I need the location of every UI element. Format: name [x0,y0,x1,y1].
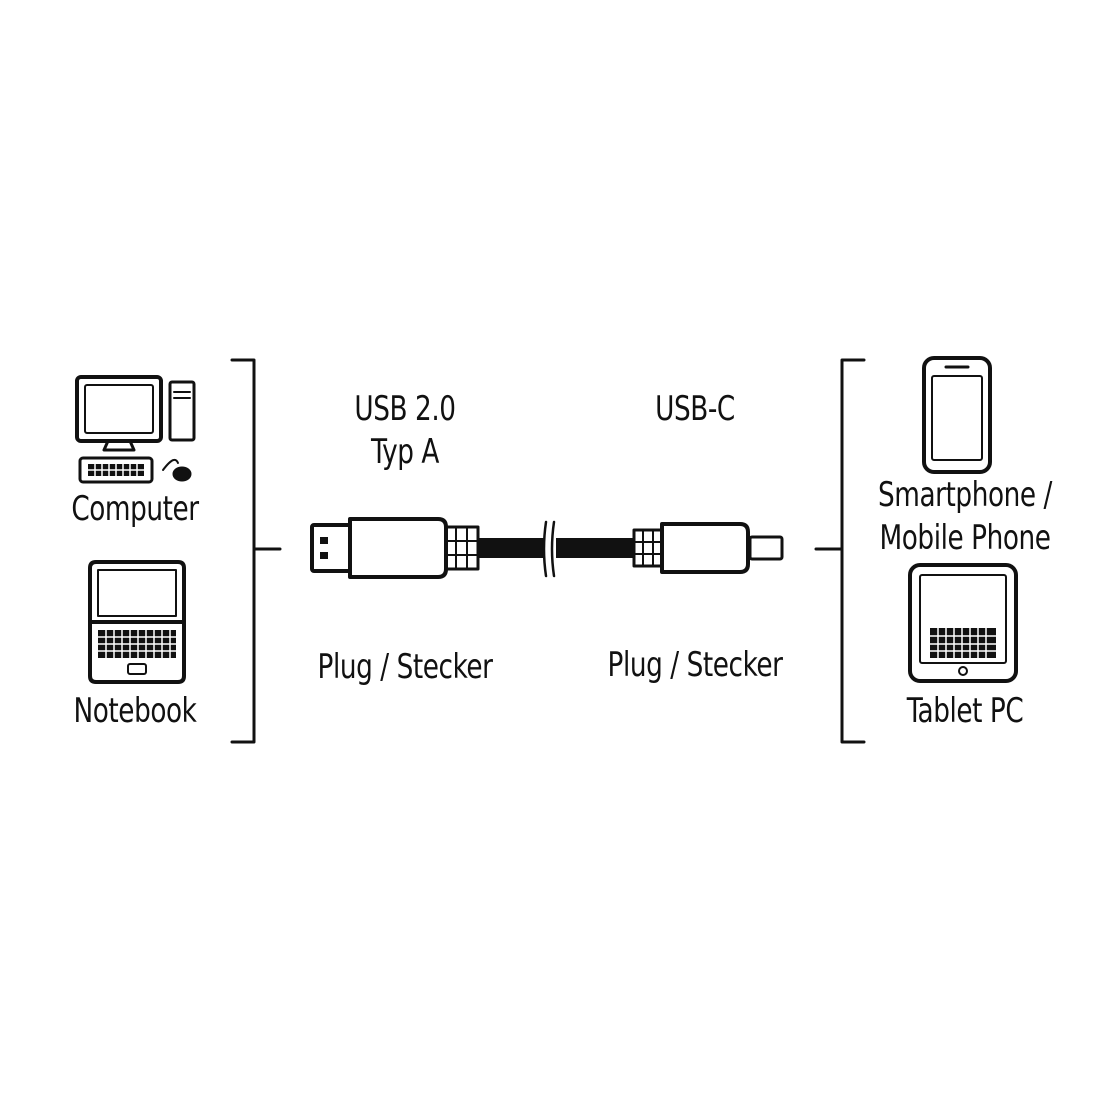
cable-icon [478,520,634,578]
notebook-label-text: Notebook [73,691,197,731]
smartphone-label-line2: Mobile Phone [879,517,1051,558]
notebook-label: Notebook [53,690,216,733]
usb-a-type-label: USB 2.0 Typ A [315,388,496,473]
smartphone-label-line1: Smartphone / [878,475,1052,515]
tablet-icon [908,563,1018,683]
computer-label: Computer [53,488,216,531]
right-bracket [840,358,866,744]
usb-c-type-label: USB-C [605,388,786,431]
smartphone-label: Smartphone / Mobile Phone [866,474,1064,559]
computer-label-text: Computer [71,489,199,529]
usb-c-gender-label: Plug / Stecker [588,644,803,687]
usb-a-gender-label: Plug / Stecker [298,646,513,689]
left-bracket [230,358,256,744]
usb-c-gender-text: Plug / Stecker [607,645,783,685]
usb-c-plug-icon [632,522,784,574]
usb-c-type-line1: USB-C [655,389,735,429]
usb-a-plug-icon [310,517,480,579]
tablet-label-text: Tablet PC [906,691,1024,731]
usb-a-type-line1: USB 2.0 [354,389,456,429]
computer-icon [75,375,196,484]
usb-a-gender-text: Plug / Stecker [317,647,493,687]
smartphone-icon [922,356,992,474]
notebook-icon [88,560,186,684]
usb-a-type-line2: Typ A [371,431,439,472]
tablet-label: Tablet PC [875,690,1056,733]
